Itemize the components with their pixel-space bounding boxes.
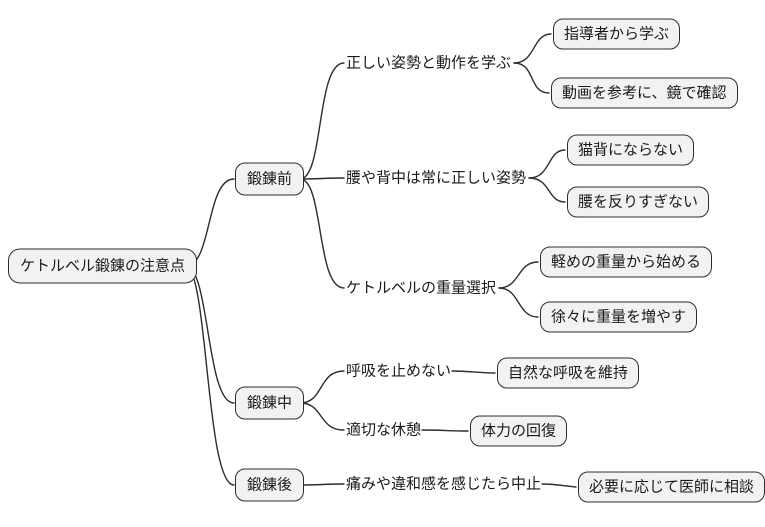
leaf-node-recover-stamina: 体力の回復 [470,415,568,447]
edge-back-hunch [528,149,566,179]
topic-label-stop-if-pain: 痛みや違和感を感じたら中止 [346,474,542,493]
edge-weight-light [498,261,539,289]
leaf-node-learn-from-instructor: 指導者から学ぶ [553,18,681,50]
edge-weight-increase [498,287,539,318]
edge-during-breath [299,370,345,404]
branch-node-after-training: 鍛錬後 [235,468,305,502]
edge-after-pain [299,483,345,486]
leaf-node-increase-gradually: 徐々に重量を増やす [540,301,698,333]
mindmap-root-node: ケトルベル鍛錬の注意点 [8,248,198,284]
edge-during-rest [299,402,345,431]
edge-before-back [299,177,345,180]
edge-root-during [185,265,235,404]
edge-breath-natural [451,370,496,374]
branch-node-during-training: 鍛錬中 [235,386,305,420]
leaf-node-consult-doctor: 必要に応じて医師に相談 [578,471,765,503]
edge-pain-doctor [541,483,577,488]
leaf-node-maintain-natural-breathing: 自然な呼吸を維持 [497,357,640,389]
topic-label-weight-selection: ケトルベルの重量選択 [346,278,497,297]
edge-back-arch [528,177,566,203]
edge-before-posture [299,62,345,180]
leaf-node-avoid-hunching: 猫背にならない [567,134,695,166]
topic-label-learn-correct-form: 正しい姿勢と動作を学ぶ [346,53,512,72]
edge-before-weight [299,178,345,289]
leaf-node-start-light-weight: 軽めの重量から始める [540,246,713,278]
branch-node-before-training: 鍛錬前 [235,162,305,196]
edge-posture-video [513,62,550,94]
edge-posture-instructor [513,33,552,64]
leaf-node-avoid-overarching: 腰を反りすぎない [567,186,710,218]
topic-label-proper-rest: 適切な休憩 [346,420,422,439]
topic-label-keep-back-straight: 腰や背中は常に正しい姿勢 [346,168,527,187]
edge-rest-recovery [421,429,469,432]
topic-label-dont-hold-breath: 呼吸を止めない [346,361,452,380]
leaf-node-check-with-video-mirror: 動画を参考に、鏡で確認 [551,77,738,109]
edge-root-after [185,265,235,486]
